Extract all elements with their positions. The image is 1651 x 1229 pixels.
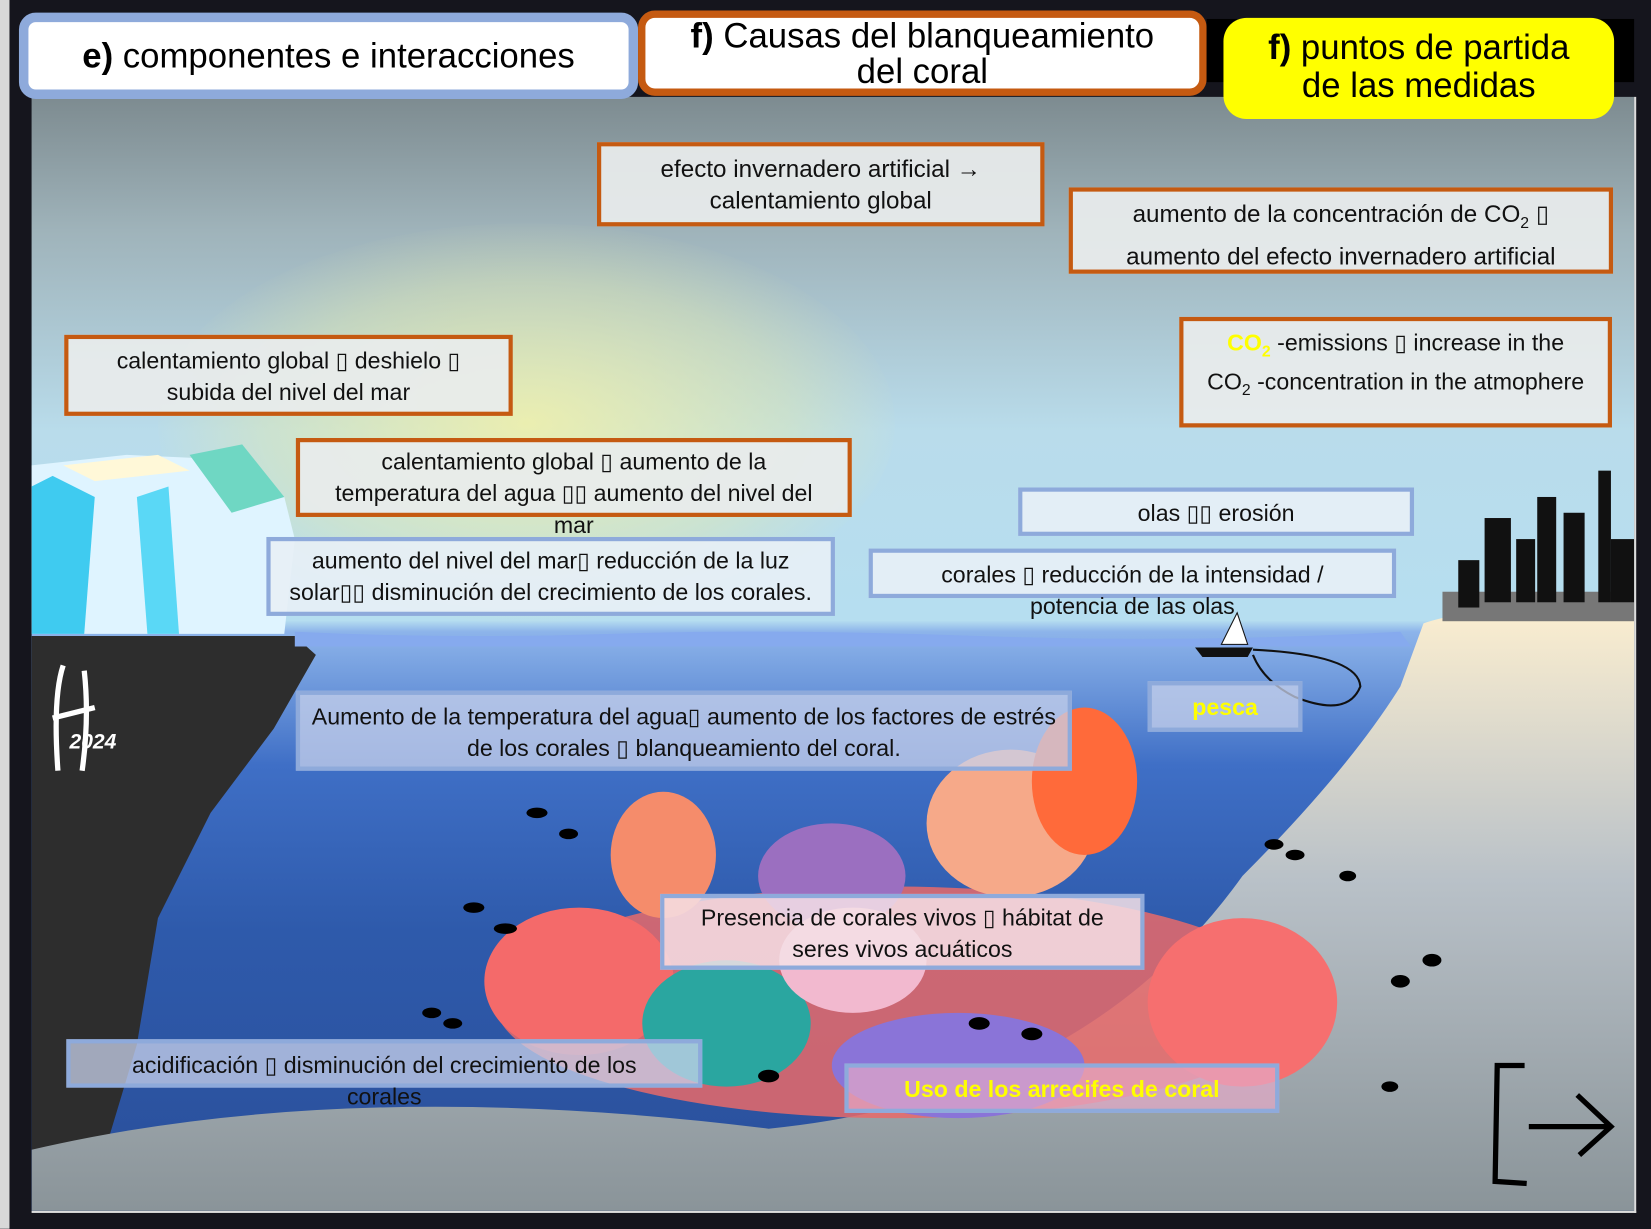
card-text: calentamiento global ▯ aumento de la tem…: [335, 448, 813, 539]
card-text: aumento del nivel del mar▯ reducción de …: [289, 547, 812, 606]
card-habitat[interactable]: Presencia de corales vivos ▯ hábitat de …: [660, 893, 1145, 970]
card-text: efecto invernadero artificial → calentam…: [660, 154, 981, 214]
tab-label: puntos de partida de las medidas: [1300, 27, 1570, 105]
card-fishing[interactable]: pesca: [1147, 681, 1303, 732]
card-waves[interactable]: olas ▯▯ erosión: [1018, 487, 1415, 536]
card-melting[interactable]: calentamiento global ▯ deshielo ▯ subida…: [64, 334, 513, 416]
logo-year: 2024: [69, 730, 117, 754]
card-text: -emissions ▯ increase in the CO: [1207, 329, 1565, 396]
card-text: corales ▯ reducción de la intensidad / p…: [941, 561, 1324, 620]
city-skyline: [1442, 470, 1635, 622]
card-text: -concentration in the atmophere: [1250, 368, 1585, 396]
tab-componentes[interactable]: e) componentes e interacciones: [18, 12, 639, 99]
card-text: olas ▯▯ erosión: [1137, 500, 1295, 527]
tab-label: Causas del blanqueamiento del coral: [723, 15, 1155, 91]
tab-prefix: f): [1268, 27, 1292, 67]
card-wave-power[interactable]: corales ▯ reducción de la intensidad / p…: [868, 548, 1397, 619]
subscript: 2: [1261, 342, 1271, 361]
cliff: [31, 635, 316, 1150]
card-acidification[interactable]: acidificación ▯ disminución del crecimie…: [66, 1039, 703, 1110]
card-reef-use[interactable]: Uso de los arrecifes de coral: [844, 1063, 1280, 1113]
card-text: pesca: [1192, 693, 1258, 721]
card-text: aumento de la concentración de CO: [1132, 200, 1521, 228]
card-co2-concentration[interactable]: aumento de la concentración de CO2 ▯ aum…: [1068, 187, 1614, 274]
card-text: Uso de los arrecifes de coral: [904, 1076, 1220, 1103]
card-stress[interactable]: Aumento de la temperatura del agua▯ aume…: [295, 690, 1072, 771]
card-text: calentamiento global ▯ deshielo ▯ subida…: [116, 347, 461, 406]
card-text: Aumento de la temperatura del agua▯ aume…: [311, 703, 1056, 762]
card-co2-emissions[interactable]: CO2 -emissions ▯ increase in the CO2 -co…: [1179, 316, 1612, 428]
tab-prefix: f): [690, 15, 714, 55]
card-text: ▯ aumento del efecto invernadero artific…: [1126, 200, 1556, 270]
exit-icon[interactable]: [1492, 1062, 1615, 1187]
author-logo: [52, 664, 96, 772]
co2-label: CO: [1227, 329, 1262, 356]
subscript: 2: [1241, 381, 1251, 400]
tab-label: componentes e interacciones: [122, 35, 575, 75]
tab-causas[interactable]: f) Causas del blanqueamiento del coral: [638, 10, 1207, 96]
sea-surface: [294, 631, 1411, 647]
card-text: acidificación ▯ disminución del crecimie…: [132, 1051, 637, 1110]
card-water-temperature[interactable]: calentamiento global ▯ aumento de la tem…: [295, 438, 852, 538]
fish-school: [422, 807, 1442, 1092]
tab-prefix: e): [82, 35, 114, 75]
tab-medidas[interactable]: f) puntos de partida de las medidas: [1223, 17, 1615, 119]
page-edge: [0, 0, 10, 1229]
card-sunlight[interactable]: aumento del nivel del mar▯ reducción de …: [266, 536, 835, 616]
iceberg: [31, 444, 295, 634]
card-greenhouse[interactable]: efecto invernadero artificial → calentam…: [596, 142, 1045, 227]
card-text: Presencia de corales vivos ▯ hábitat de …: [700, 904, 1104, 963]
subscript: 2: [1520, 214, 1530, 233]
